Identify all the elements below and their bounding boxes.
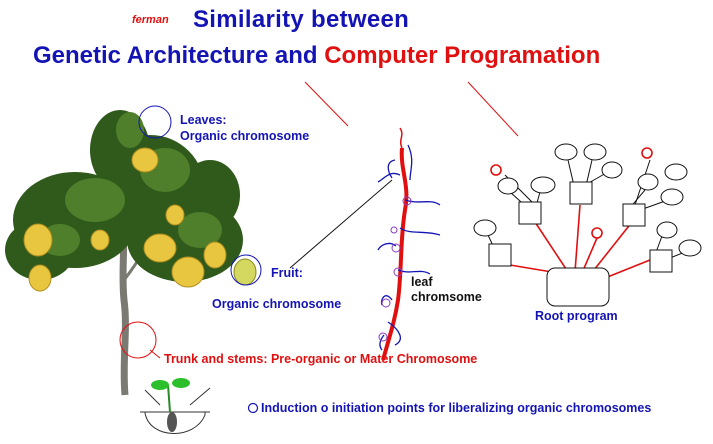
title-pointer-line-left bbox=[305, 82, 348, 126]
chromosome-stem-diagram bbox=[378, 128, 440, 360]
program-tree-diagram bbox=[474, 144, 701, 306]
induction-legend-label: Induction o initiation points for libera… bbox=[261, 401, 651, 415]
induction-marker-icon bbox=[249, 404, 258, 413]
fruit-lemon bbox=[234, 259, 256, 285]
seedling-sketch bbox=[140, 378, 210, 434]
fruit-label: Fruit: bbox=[271, 266, 303, 280]
author-label: ferman bbox=[132, 14, 169, 26]
leaf-chromosome-label: leaf bbox=[411, 275, 433, 289]
fruit-sublabel: Organic chromosome bbox=[212, 297, 341, 311]
title-line-2: Genetic Architecture and Computer Progra… bbox=[33, 42, 600, 70]
title-line-1: Similarity between bbox=[193, 6, 409, 34]
fruit-pointer-line bbox=[290, 180, 392, 268]
leaves-label: Leaves: bbox=[180, 113, 227, 127]
leaves-marker-circle bbox=[139, 106, 171, 138]
root-program-label: Root program bbox=[535, 309, 618, 323]
leaves-sublabel: Organic chromosome bbox=[180, 129, 309, 143]
trunk-label: Trunk and stems: Pre-organic or Mater Ch… bbox=[164, 352, 477, 366]
title-pointer-line-right bbox=[468, 82, 518, 136]
title-genetic-part: Genetic Architecture and bbox=[33, 42, 318, 69]
title-computer-part: Computer Programation bbox=[324, 42, 600, 69]
leaf-chromosome-sublabel: chromsome bbox=[411, 290, 482, 304]
trunk-pointer-line bbox=[150, 350, 160, 358]
